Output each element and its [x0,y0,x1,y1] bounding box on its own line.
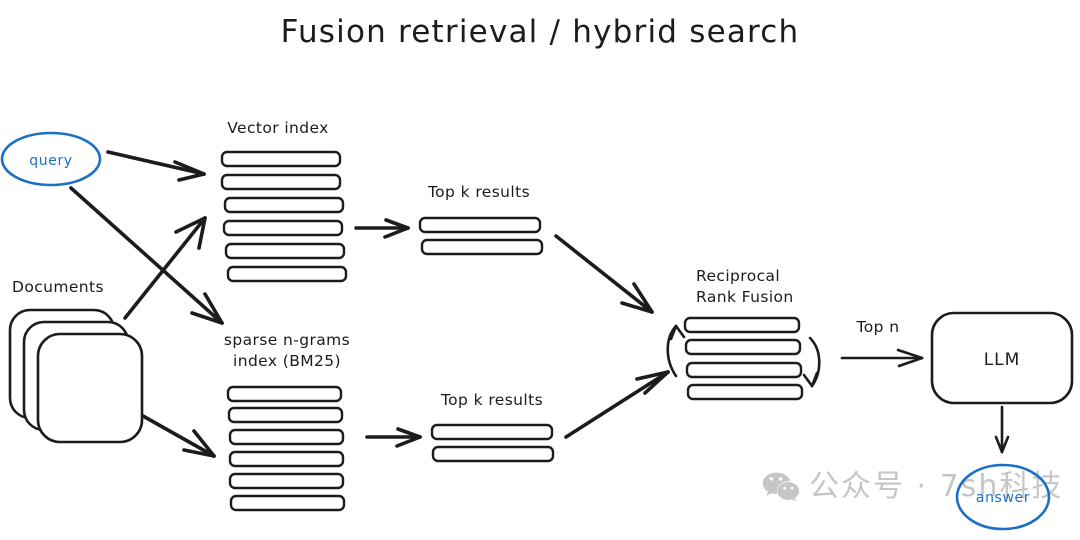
node-llm[interactable]: LLM [930,311,1074,405]
arrow-query-to-vector-index [106,150,206,182]
arrow-documents-to-sparse-index [141,414,216,458]
rrf-bar [683,316,801,334]
rrf-label-line2: Rank Fusion [696,288,794,306]
arrow-sparse-index-to-topk [365,427,422,448]
llm-box-shape [930,311,1074,405]
documents-card-front [36,332,144,444]
rrf-loop-arrow-down [802,336,821,388]
sparse-index-bar [226,385,343,403]
vector-index-bar [220,173,342,191]
rrf-loop-arrow-up [666,324,686,378]
node-sparse-index[interactable]: sparse n-grams index (BM25) [224,331,350,512]
arrow-documents-to-vector-index [123,216,207,320]
topk-sparse-bar [431,445,555,463]
rrf-bar [684,338,802,356]
topn-label: Top n [856,318,900,336]
vector-index-bar [222,219,344,237]
vector-index-bar [220,150,342,168]
node-vector-index[interactable]: Vector index [220,119,348,283]
query-ellipse-shape [0,131,102,187]
llm-label: LLM [984,350,1021,370]
topk-vector-label: Top k results [427,183,530,201]
rrf-label-line1: Reciprocal [696,267,780,285]
arrow-query-to-sparse-index [69,186,224,325]
query-label: query [29,153,72,169]
node-documents[interactable]: Documents [8,278,144,444]
documents-label: Documents [12,278,104,296]
node-topk-sparse[interactable]: Top k results [430,391,555,463]
sparse-index-label-line1: sparse n-grams [224,331,350,349]
topk-vector-bar [418,216,542,234]
topk-sparse-bar [430,423,554,441]
arrow-topk-sparse-to-rrf [564,370,670,439]
node-reciprocal-rank-fusion[interactable]: Reciprocal Rank Fusion [666,267,821,401]
sparse-index-bar [228,428,345,446]
arrow-vector-index-to-topk [354,218,410,239]
sparse-index-bar [227,406,344,424]
vector-index-bar [223,196,345,214]
rrf-bar [685,361,803,379]
sparse-index-bar [228,472,345,490]
sparse-index-label-line2: index (BM25) [233,352,341,370]
arrow-rrf-to-llm: Top n [840,318,924,368]
vector-index-bar [224,242,346,260]
topk-sparse-label: Top k results [440,391,543,409]
arrow-llm-to-answer [994,405,1010,454]
arrow-topk-vector-to-rrf [554,234,654,314]
topk-vector-bar [420,238,544,256]
node-query[interactable]: query [0,131,102,187]
sparse-index-bar [229,494,346,512]
sparse-index-bar [228,450,345,468]
rrf-bar [686,383,804,401]
vector-index-bar [226,265,348,283]
node-topk-vector[interactable]: Top k results [418,183,544,256]
vector-index-label: Vector index [227,119,329,137]
page-title: Fusion retrieval / hybrid search [281,14,800,50]
